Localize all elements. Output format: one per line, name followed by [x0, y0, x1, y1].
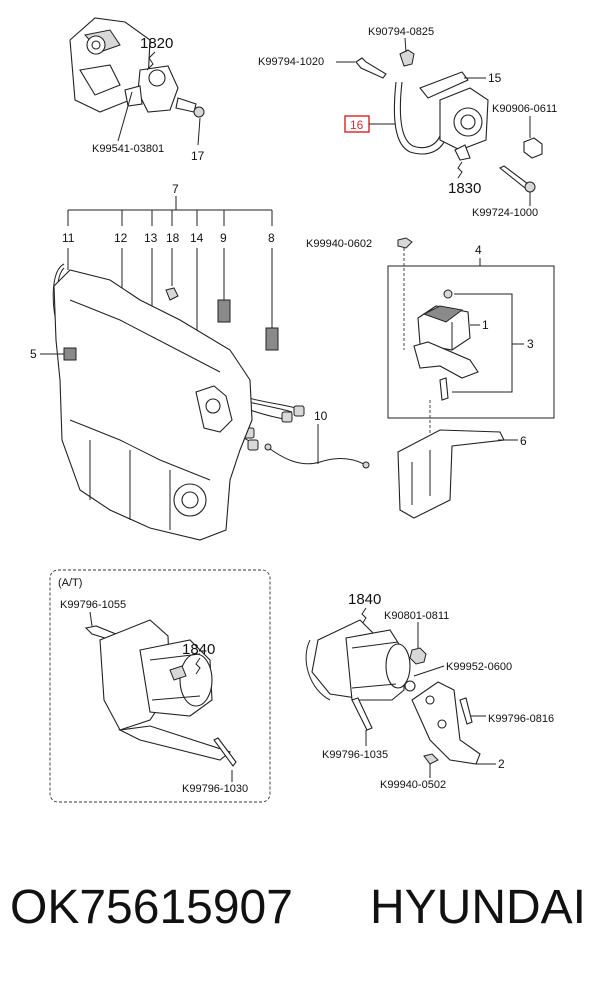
- callout-4: 4: [475, 243, 482, 257]
- callout-1820: 1820: [140, 35, 173, 52]
- callout-15: 15: [488, 71, 502, 85]
- code-k99796-1055: K99796-1055: [60, 599, 126, 611]
- at-starter-box: [49, 569, 271, 803]
- sensor-wire-10: [264, 443, 370, 469]
- engine-block: [53, 269, 253, 541]
- code-k99796-1035: K99796-1035: [322, 749, 388, 761]
- callout-8: 8: [268, 231, 275, 245]
- callout-17: 17: [191, 149, 205, 163]
- nut-k99940-0502: [423, 753, 439, 765]
- bolt-k99796-1035: [351, 697, 373, 731]
- code-k99724-1000: K99724-1000: [472, 207, 538, 219]
- leader-17: [197, 117, 201, 146]
- ignition-coil: [413, 289, 479, 401]
- callout-2: 2: [498, 757, 505, 771]
- washer-k99952-0600: [404, 680, 416, 692]
- callout-10: 10: [314, 409, 328, 423]
- starter-bracket-2: [411, 681, 481, 765]
- callout-14: 14: [190, 231, 204, 245]
- callout-7: 7: [172, 182, 179, 196]
- callout-16: 16: [350, 118, 364, 132]
- leader-k90794: [404, 37, 407, 53]
- wire-clamps: [165, 287, 279, 351]
- at-starter-motor: [99, 619, 232, 761]
- wire-harness-bracket: [67, 196, 273, 226]
- code-k90801-0811: K90801-0811: [384, 610, 449, 622]
- callout-1820-leader: [146, 51, 156, 71]
- callout-1: 1: [482, 318, 489, 332]
- mt-starter-motor: [305, 619, 411, 701]
- code-k90906-0611: K90906-0611: [492, 103, 557, 115]
- callout-5: 5: [30, 347, 37, 361]
- part-5-gasket: [63, 347, 77, 361]
- bracket-3: [452, 293, 524, 393]
- nut-k90801-0811: [409, 647, 427, 665]
- bolt-k99796-1030: [213, 737, 237, 767]
- callout-at: (A/T): [58, 577, 82, 589]
- code-k99940-0602: K99940-0602: [306, 238, 372, 250]
- code-k99940-0502: K99940-0502: [380, 779, 446, 791]
- parts-diagram: 1820 K99541-03801 17 16 K90794-0825 K997…: [30, 17, 557, 803]
- air-valve-assembly: [355, 49, 543, 193]
- callout-1840b: 1840: [348, 591, 381, 608]
- leader-k99541: [117, 91, 133, 142]
- part-number: OK75615907: [10, 881, 293, 934]
- engine-top-left-assembly: [69, 17, 205, 118]
- nut-k99940-0602: [397, 237, 413, 249]
- code-k90794-0825: K90794-0825: [368, 26, 434, 38]
- code-k99796-1030: K99796-1030: [182, 783, 248, 795]
- callout-1830-leader: [457, 161, 463, 179]
- callout-18: 18: [166, 231, 180, 245]
- callout-12: 12: [114, 231, 128, 245]
- coil-assembly-box: [387, 265, 555, 419]
- mounting-bracket-6: [397, 429, 505, 519]
- brand-name: HYUNDAI: [369, 881, 586, 934]
- callout-1840a: 1840: [182, 641, 215, 658]
- callout-9: 9: [220, 231, 227, 245]
- code-k99952-0600: K99952-0600: [446, 661, 512, 673]
- callout-11: 11: [62, 231, 75, 245]
- code-k99794-1020: K99794-1020: [258, 56, 324, 68]
- code-k99796-0816: K99796-0816: [488, 713, 554, 725]
- callout-6: 6: [520, 434, 527, 448]
- callout-13: 13: [144, 231, 158, 245]
- code-k99541-03801: K99541-03801: [92, 143, 164, 155]
- bolt-k99796-0816: [459, 697, 473, 725]
- callout-1830: 1830: [448, 180, 481, 197]
- callout-3: 3: [527, 337, 534, 351]
